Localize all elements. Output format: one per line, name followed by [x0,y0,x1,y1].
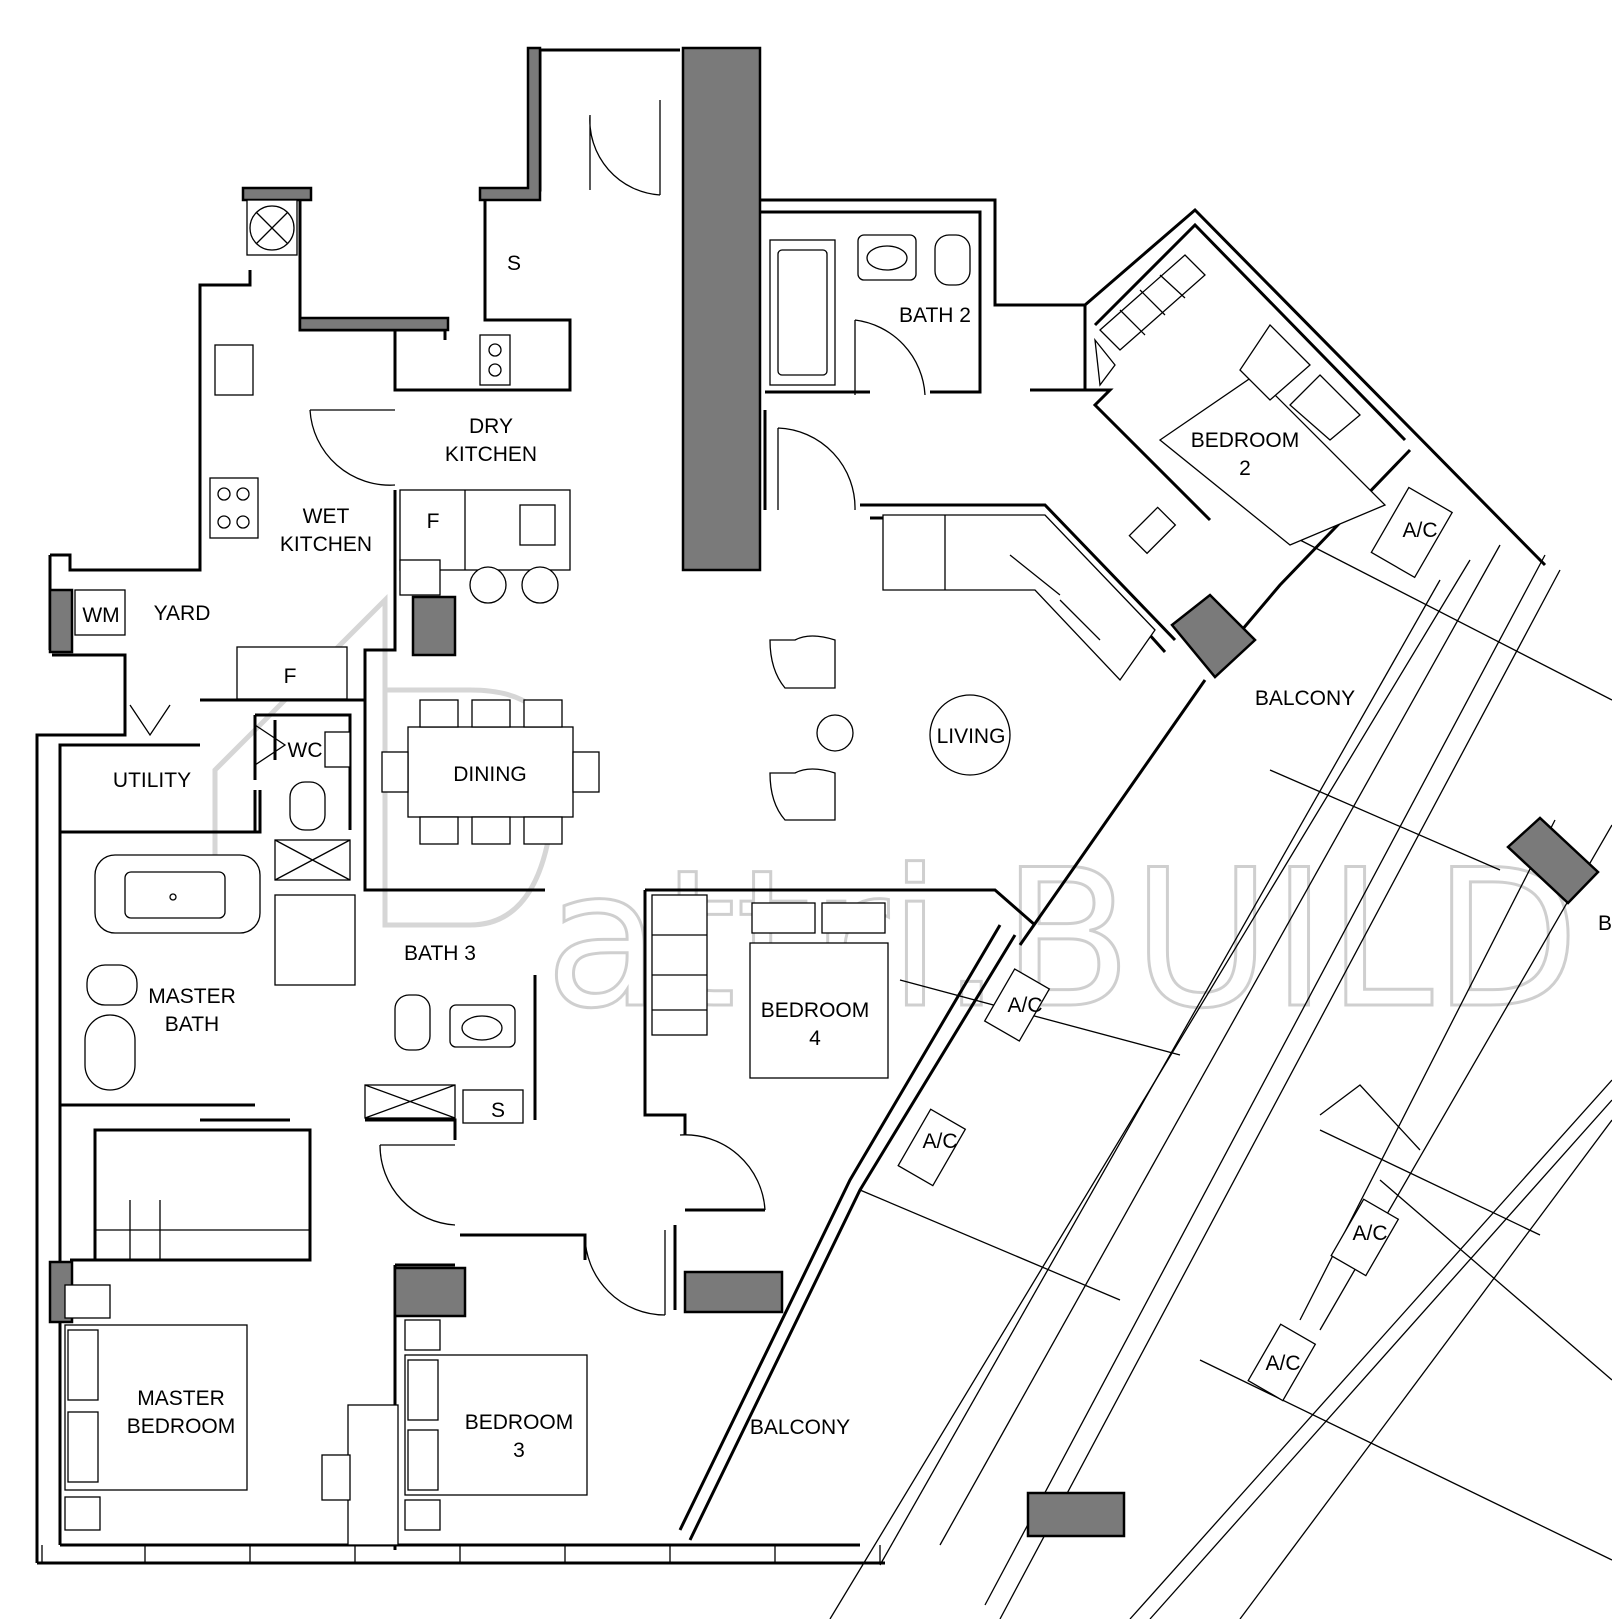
door-bedroom3 [584,1230,666,1316]
label-master-bath: MASTER [148,985,236,1008]
structural-columns [48,46,1600,1538]
ac-ledge-2 [983,968,1051,1042]
dining-table [407,726,574,818]
label-ac-5: A/C [1265,1352,1300,1375]
bedroom3-desk [347,1404,399,1546]
bedroom3-chair [321,1454,351,1501]
label-balcony-2: BALCONY [750,1416,850,1439]
bedroom2-pillow [1239,323,1311,401]
label-master-bath-2: BATH [165,1013,219,1036]
island-sink [519,504,556,546]
dry-kitchen-hob [479,334,511,386]
living-coffee-table [929,694,1011,776]
armchair-bottom [769,768,836,821]
yard-fridge [236,646,348,700]
sofa [882,514,1156,682]
door-wc [254,724,287,766]
label-fridge: F [427,510,440,533]
wc-toilet [289,781,326,831]
wet-kitchen-sink [214,344,254,396]
wc-basin [324,731,351,768]
label-bedroom3-number: 3 [513,1439,525,1462]
label-bedroom4: BEDROOM [761,999,870,1022]
label-bedroom2-number: 2 [1239,457,1251,480]
label-bedroom3: BEDROOM [465,1411,574,1434]
label-ac-3: A/C [922,1130,957,1153]
bath3-toilet [394,994,431,1051]
label-bath3: BATH 3 [404,942,476,965]
ac-ledge-1 [1370,486,1454,579]
master-bath-wardrobe [274,894,356,986]
balcony-railings [829,539,1612,1619]
kitchen-island [399,489,571,571]
label-ac-2: A/C [1007,994,1042,1017]
label-dining: DINING [453,763,527,786]
column-living [1170,593,1257,679]
store2-box [462,1089,524,1124]
label-dry-kitchen: DRY [469,415,513,438]
wet-kitchen-hob [209,477,259,539]
bedroom4-wardrobe [651,894,708,1036]
master-bath-toilet [86,964,138,1006]
label-balcony-1: BALCONY [1255,687,1355,710]
watermark-text: attri.BUILD [545,829,1579,1050]
column-entry-l [478,46,542,202]
label-master-bedroom-2: BEDROOM [127,1415,236,1438]
label-living: LIVING [937,725,1006,748]
door-dry-kitchen [309,409,396,486]
label-wc: WC [288,739,323,762]
bedroom2-bed [1158,374,1387,546]
washing-machine [74,589,126,636]
label-wm: WM [82,604,119,627]
label-master-bedroom: MASTER [137,1387,225,1410]
label-fridge-yard: F [284,665,297,688]
ac-ledge-3 [897,1108,967,1187]
fixtures [41,199,1454,1563]
doors [129,100,926,1316]
side-table [816,714,854,752]
label-bedroom4-number: 4 [809,1027,821,1050]
label-utility: UTILITY [113,769,191,792]
column-cap-yard [241,186,313,202]
ac-ledge-4 [1330,1198,1400,1277]
label-bedroom2: BEDROOM [1191,429,1300,452]
column-kitchen-ledge [298,316,450,332]
label-dry-kitchen-2: KITCHEN [445,443,537,466]
column-bottom [1026,1491,1126,1538]
ac-ledge-5 [1247,1323,1317,1402]
door-bath2 [854,319,926,396]
bedroom2-pillow [1289,374,1361,441]
column-balcony [683,1270,784,1314]
door-bedroom4 [679,1134,766,1211]
master-bath-basin [84,1014,136,1091]
column-dry-kitchen [411,595,457,657]
column-right-edge [1506,816,1600,905]
bedroom4-bed [749,942,889,1079]
label-edge-letter: B [1598,912,1612,935]
bedroom2-aircon-shaft [1094,337,1116,387]
watermark: attri.BUILD [212,593,1581,1052]
door-bedroom2 [777,427,856,511]
label-store-2: S [491,1099,505,1122]
bath2-toilet [934,234,971,286]
bottom-railing [41,1545,881,1563]
label-wet-kitchen-2: KITCHEN [280,533,372,556]
label-store: S [507,252,521,275]
label-wet-kitchen: WET [303,505,350,528]
label-bath2: BATH 2 [899,304,971,327]
column-yard [48,588,74,654]
room-labels: BATH 2 BEDROOM 2 DRY KITCHEN WET KITCHEN… [82,252,1612,1462]
label-ac-1: A/C [1402,519,1437,542]
door-bath-hall [379,1144,456,1226]
door-entry-left [589,114,661,196]
column-bedroom3 [393,1266,467,1318]
door-utility [129,704,171,737]
column-central [681,46,762,572]
label-yard: YARD [154,602,211,625]
armchair-top [769,635,836,689]
label-ac-4: A/C [1352,1222,1387,1245]
